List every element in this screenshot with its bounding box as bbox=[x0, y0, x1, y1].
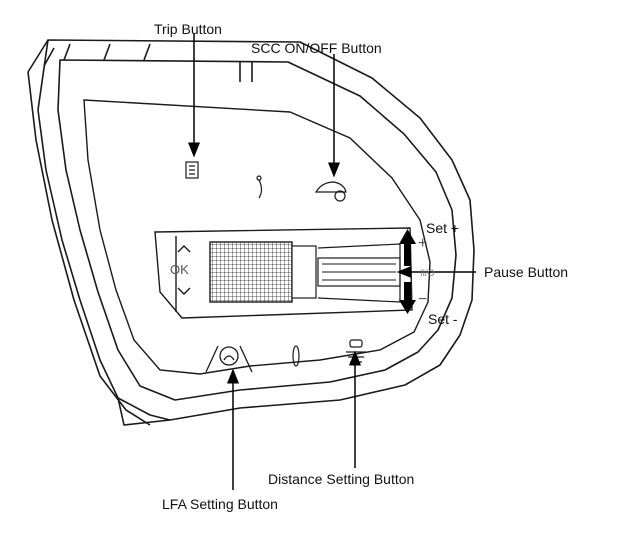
ok-text: OK bbox=[170, 262, 189, 277]
distance-setting-button-label: Distance Setting Button bbox=[268, 471, 415, 487]
steering-heat-icon bbox=[256, 175, 263, 199]
lfa-setting-button-label: LFA Setting Button bbox=[162, 496, 278, 512]
switch-housing bbox=[27, 39, 475, 426]
lfa-icon bbox=[205, 345, 253, 373]
scc-icon bbox=[314, 181, 347, 202]
face-panel bbox=[83, 99, 431, 375]
scc-button-label: SCC ON/OFF Button bbox=[251, 40, 382, 56]
plus-text: + bbox=[418, 235, 428, 252]
ok-switch bbox=[154, 227, 413, 319]
pause-mark-text: II/O bbox=[420, 268, 435, 278]
set-minus-label: Set - bbox=[428, 311, 458, 327]
callout-lines bbox=[188, 34, 476, 490]
set-arrows bbox=[399, 229, 416, 314]
pause-button-label: Pause Button bbox=[484, 264, 569, 280]
trip-button-label: Trip Button bbox=[154, 21, 222, 37]
scroll-wheel bbox=[209, 241, 401, 303]
minus-text: − bbox=[418, 291, 428, 308]
trip-icon bbox=[185, 161, 199, 179]
steering-mode-icon bbox=[292, 345, 300, 367]
set-plus-label: Set + bbox=[426, 220, 460, 236]
distance-icon bbox=[346, 339, 366, 363]
